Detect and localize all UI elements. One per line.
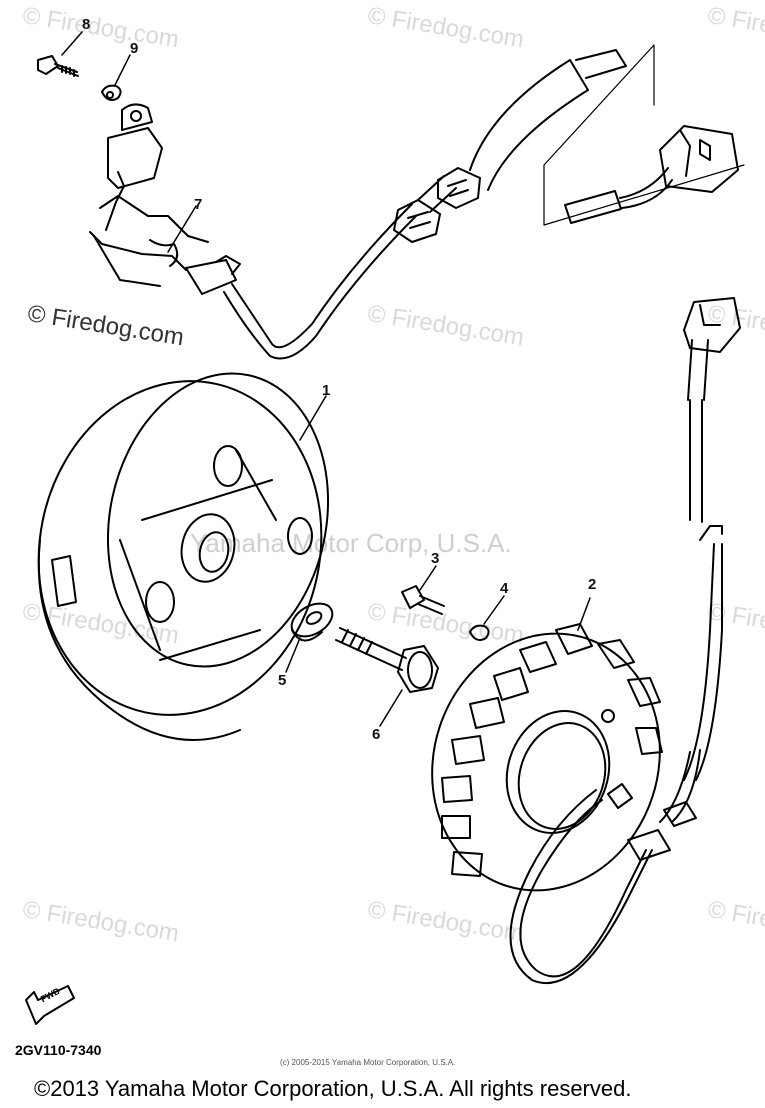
washer-4[interactable] [469,624,490,641]
callout-label: 4 [500,580,509,597]
leader-6 [379,689,403,727]
callout-label: 6 [372,726,381,743]
stator-lead-wire [509,297,741,985]
small-copyright: (c) 2005-2015 Yamaha Motor Corporation, … [280,1058,456,1067]
callout-label: 5 [278,672,287,689]
leader-9 [114,54,131,86]
leader-1 [299,395,327,441]
pickup-lead-wire [223,49,627,360]
leader-3 [419,565,437,591]
leader-2 [577,597,591,631]
screw-3[interactable] [401,585,445,615]
washer-9[interactable] [101,84,122,101]
copyright-notice: ©2013 Yamaha Motor Corporation, U.S.A. A… [34,1076,632,1101]
stator-2[interactable] [399,604,692,920]
callout-label: 2 [588,576,597,593]
leader-5 [285,637,301,673]
callout-label: 8 [82,16,91,33]
callout-label: 3 [431,550,440,567]
leader-7 [167,205,197,253]
fwd-arrow-icon [25,985,75,1025]
leader-4 [483,595,505,625]
rotor-1[interactable] [8,353,354,742]
callout-label: 9 [130,40,139,57]
leader-8 [61,31,83,56]
diagram-code: 2GV110-7340 [15,1042,102,1058]
connector-inset [543,44,745,226]
bolt-8[interactable] [37,55,79,77]
callout-label: 7 [194,196,203,213]
callout-label: 1 [322,382,331,399]
washer-5[interactable] [286,597,338,643]
pickup-coil-7[interactable] [89,103,241,295]
bolt-6[interactable] [335,627,439,693]
center-watermark: Yamaha Motor Corp, U.S.A. [190,528,512,558]
